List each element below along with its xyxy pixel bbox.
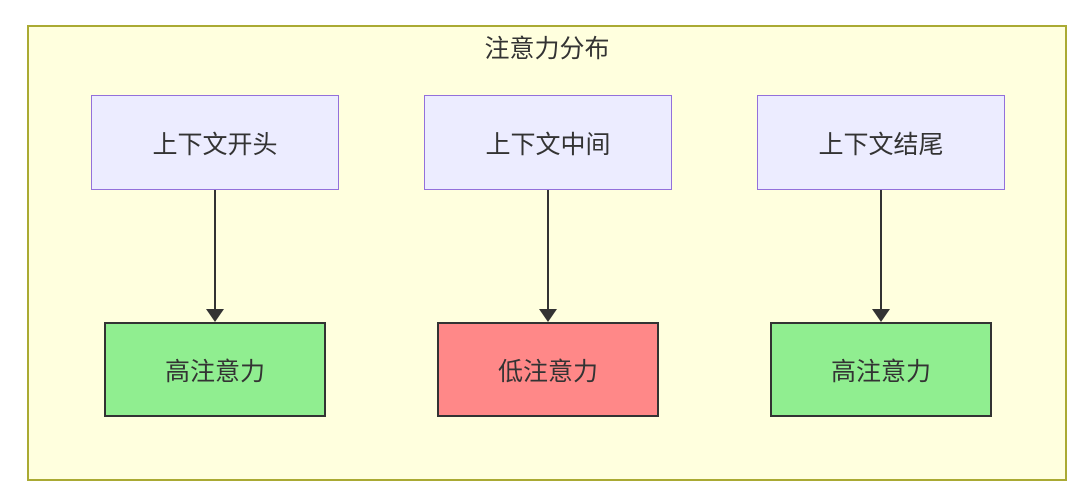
column-context-end: 上下文结尾 高注意力 (757, 95, 1005, 417)
node-low-attention-middle: 低注意力 (437, 322, 659, 417)
attention-distribution-container: 注意力分布 上下文开头 高注意力 上下文中间 低注意力 (27, 25, 1067, 481)
arrow-line (547, 190, 549, 309)
node-low-attention-middle-label: 低注意力 (497, 357, 598, 386)
node-context-beginning-label: 上下文开头 (152, 130, 278, 159)
node-high-attention-left: 高注意力 (104, 322, 326, 417)
node-high-attention-left-label: 高注意力 (164, 357, 265, 386)
arrow-beginning-to-attention (206, 190, 224, 322)
arrowhead-down-icon (539, 309, 557, 322)
arrow-middle-to-attention (539, 190, 557, 322)
column-context-beginning: 上下文开头 高注意力 (91, 95, 339, 417)
column-context-middle: 上下文中间 低注意力 (424, 95, 672, 417)
diagram-title: 注意力分布 (484, 35, 610, 63)
arrow-line (880, 190, 882, 309)
node-high-attention-right-label: 高注意力 (830, 357, 931, 386)
node-context-beginning: 上下文开头 (91, 95, 339, 190)
arrowhead-down-icon (872, 309, 890, 322)
node-context-middle: 上下文中间 (424, 95, 672, 190)
node-context-end-label: 上下文结尾 (818, 130, 944, 159)
node-context-end: 上下文结尾 (757, 95, 1005, 190)
node-high-attention-right: 高注意力 (770, 322, 992, 417)
arrowhead-down-icon (206, 309, 224, 322)
node-context-middle-label: 上下文中间 (485, 130, 611, 159)
arrow-end-to-attention (872, 190, 890, 322)
arrow-line (214, 190, 216, 309)
